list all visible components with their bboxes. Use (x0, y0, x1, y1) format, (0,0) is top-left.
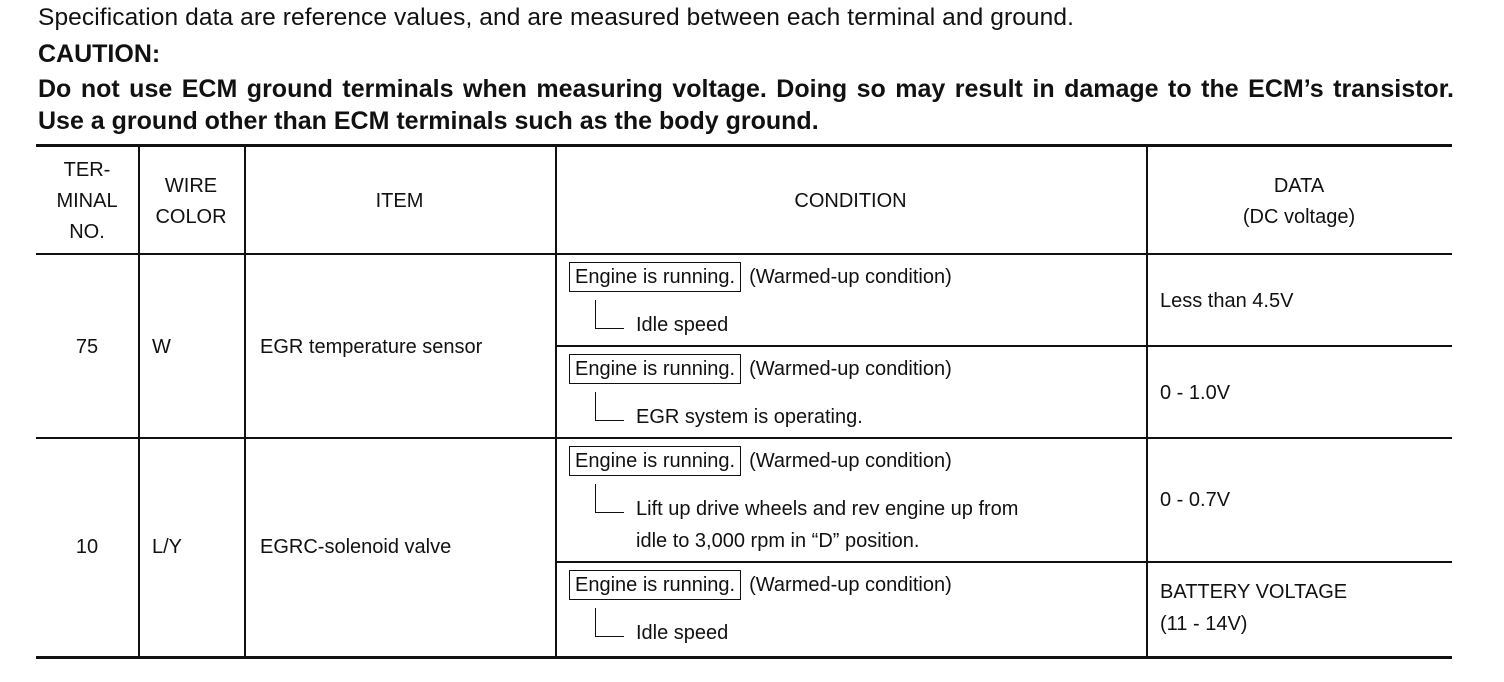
item-name: EGRC-solenoid valve (260, 536, 452, 558)
col-divider (1146, 146, 1148, 657)
condition-note: (Warmed-up condition) (749, 574, 952, 596)
col-divider (555, 146, 557, 657)
condition-note: (Warmed-up condition) (749, 358, 952, 380)
header-terminal-line: TER- (63, 159, 111, 181)
header-terminal-line: MINAL (56, 190, 118, 212)
header-data: DATA (DC voltage) (1146, 171, 1452, 233)
branch-elbow-icon (595, 392, 624, 421)
branch-elbow-icon (595, 484, 624, 513)
condition-sub: Idle speed (636, 314, 729, 336)
header-wire-color: WIRE COLOR (138, 171, 244, 233)
data-value: (11 - 14V) (1160, 613, 1248, 635)
condition-note: (Warmed-up condition) (749, 266, 952, 288)
data-value: BATTERY VOLTAGE (1160, 581, 1348, 603)
col-divider (138, 146, 140, 657)
condition-boxed-label: Engine is running. (569, 446, 742, 476)
header-data-line: DATA (1273, 175, 1325, 197)
table-top-rule (36, 144, 1452, 147)
condition-main: Engine is running. (Warmed-up condition) (569, 262, 952, 292)
header-terminal: TER- MINAL NO. (36, 155, 138, 248)
data-value: Less than 4.5V (1160, 290, 1294, 312)
header-item: ITEM (375, 190, 424, 212)
condition-main: Engine is running. (Warmed-up condition) (569, 570, 952, 600)
condition-main: Engine is running. (Warmed-up condition) (569, 354, 952, 384)
header-wire-line: COLOR (155, 206, 227, 228)
col-divider (244, 146, 246, 657)
condition-sub: idle to 3,000 rpm in “D” position. (636, 530, 920, 552)
branch-elbow-icon (595, 300, 624, 329)
condition-boxed-label: Engine is running. (569, 570, 742, 600)
condition-main: Engine is running. (Warmed-up condition) (569, 446, 952, 476)
condition-sub: Lift up drive wheels and rev engine up f… (636, 498, 1019, 520)
data-value: 0 - 0.7V (1160, 489, 1231, 511)
row-divider (555, 561, 1452, 563)
wire-color: W (152, 336, 171, 358)
terminal-number: 10 (75, 536, 99, 558)
condition-boxed-label: Engine is running. (569, 262, 742, 292)
caution-title: CAUTION: (38, 40, 161, 68)
caution-text: Do not use ECM ground terminals when mea… (38, 75, 1454, 135)
intro-text: Specification data are reference values,… (38, 4, 1075, 31)
header-wire-line: WIRE (164, 175, 218, 197)
branch-elbow-icon (595, 608, 624, 637)
header-terminal-line: NO. (69, 221, 105, 243)
condition-note: (Warmed-up condition) (749, 450, 952, 472)
data-value: 0 - 1.0V (1160, 382, 1231, 404)
condition-sub: Idle speed (636, 622, 729, 644)
header-bottom-rule (36, 253, 1452, 255)
group-divider (36, 437, 1452, 439)
condition-sub: EGR system is operating. (636, 406, 863, 428)
header-data-line: (DC voltage) (1242, 206, 1356, 228)
item-name: EGR temperature sensor (260, 336, 483, 358)
wire-color: L/Y (152, 536, 183, 558)
condition-boxed-label: Engine is running. (569, 354, 742, 384)
header-condition: CONDITION (794, 190, 907, 212)
terminal-number: 75 (75, 336, 99, 358)
row-divider (555, 345, 1452, 347)
table-bottom-rule (36, 656, 1452, 659)
